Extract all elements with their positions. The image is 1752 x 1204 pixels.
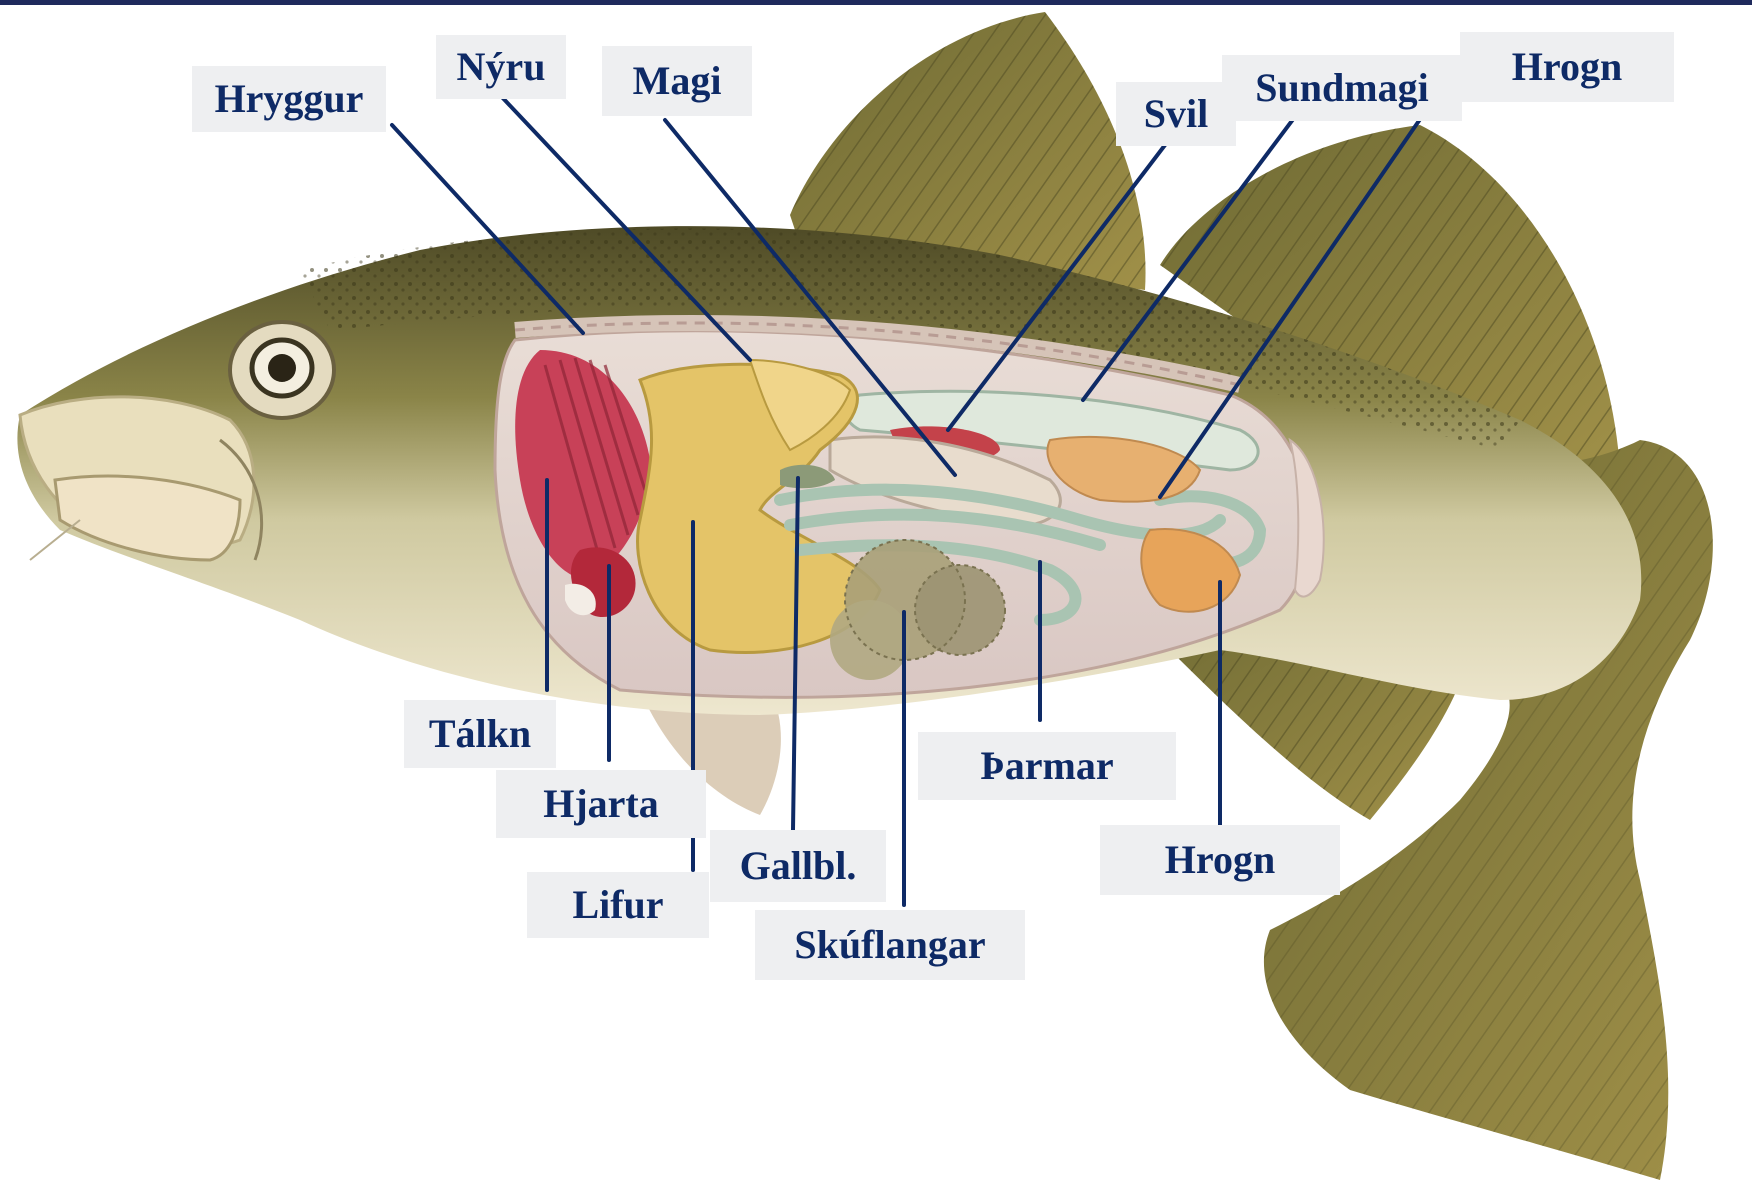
label-hjarta: Hjarta [496, 770, 706, 838]
leader-svil [948, 145, 1165, 430]
label-skuflangar: Skúflangar [755, 910, 1025, 980]
label-nyru: Nýru [436, 35, 566, 99]
leader-magi [665, 120, 955, 475]
label-svil: Svil [1116, 82, 1236, 146]
label-gallbl: Gallbl. [710, 830, 886, 902]
label-lifur: Lifur [527, 872, 709, 938]
label-hrogn-top: Hrogn [1460, 32, 1674, 102]
label-parmar: Þarmar [918, 732, 1176, 800]
label-hryggur: Hryggur [192, 66, 386, 132]
leader-gallbl [793, 478, 798, 830]
leader-hryggur [392, 125, 583, 333]
label-sundmagi: Sundmagi [1222, 55, 1462, 121]
leader-nyru [500, 95, 750, 360]
label-magi: Magi [602, 46, 752, 116]
label-talkn: Tálkn [404, 700, 556, 768]
leader-sundmagi [1083, 110, 1300, 400]
label-hrogn-bottom: Hrogn [1100, 825, 1340, 895]
